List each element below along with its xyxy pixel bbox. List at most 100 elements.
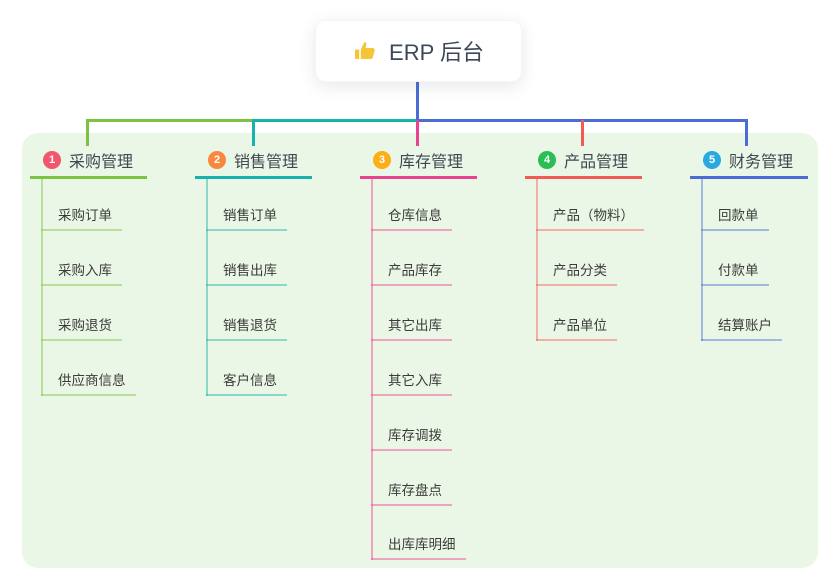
child-label: 产品单位	[553, 318, 607, 333]
child-node[interactable]: 出库库明细	[371, 534, 466, 560]
branch-sales: 2 销售管理 销售订单 销售出库 销售退货 客户信息	[195, 146, 355, 396]
child-node[interactable]: 其它出库	[371, 315, 452, 341]
child-underline	[371, 284, 452, 286]
child-underline	[701, 229, 769, 231]
child-label: 销售出库	[223, 263, 277, 278]
child-node[interactable]: 产品分类	[536, 260, 617, 286]
child-node[interactable]: 采购订单	[41, 205, 122, 231]
child-underline	[371, 504, 452, 506]
branch-number-badge: 5	[703, 151, 721, 169]
child-label: 供应商信息	[58, 373, 126, 388]
child-underline	[371, 449, 452, 451]
branch-title-inventory[interactable]: 3 库存管理	[360, 146, 520, 174]
drop-line-branch3	[416, 120, 419, 146]
bus-line-branch1	[86, 119, 253, 122]
child-node[interactable]: 销售出库	[206, 260, 287, 286]
branch-title-finance[interactable]: 5 财务管理	[690, 146, 839, 174]
child-node[interactable]: 结算账户	[701, 315, 782, 341]
branch-number-badge: 3	[373, 151, 391, 169]
branch-label: 库存管理	[399, 154, 464, 171]
branch-purchase: 1 采购管理 采购订单 采购入库 采购退货 供应商信息	[30, 146, 190, 396]
child-underline	[41, 229, 122, 231]
child-node[interactable]: 库存调拨	[371, 425, 452, 451]
branch-underline	[690, 176, 808, 179]
child-label: 其它出库	[388, 318, 442, 333]
children-connector-line	[701, 176, 703, 341]
branches-panel	[22, 133, 818, 568]
child-node[interactable]: 销售订单	[206, 205, 287, 231]
child-node[interactable]: 仓库信息	[371, 205, 452, 231]
child-label: 采购订单	[58, 208, 112, 223]
child-node[interactable]: 产品（物料）	[536, 205, 644, 231]
child-node[interactable]: 产品单位	[536, 315, 617, 341]
child-underline	[206, 394, 287, 396]
child-label: 销售订单	[223, 208, 277, 223]
child-label: 库存调拨	[388, 428, 442, 443]
branch-finance: 5 财务管理 回款单 付款单 结算账户	[690, 146, 839, 341]
drop-line-branch5	[745, 120, 748, 146]
branch-number-badge: 2	[208, 151, 226, 169]
child-underline	[206, 229, 287, 231]
child-underline	[371, 229, 452, 231]
child-label: 仓库信息	[388, 208, 442, 223]
child-node[interactable]: 销售退货	[206, 315, 287, 341]
child-underline	[536, 339, 617, 341]
child-label: 回款单	[718, 208, 759, 223]
branch-title-sales[interactable]: 2 销售管理	[195, 146, 355, 174]
child-underline	[41, 284, 122, 286]
child-label: 产品库存	[388, 263, 442, 278]
child-label: 库存盘点	[388, 483, 442, 498]
thumbs-up-icon	[355, 42, 375, 59]
child-node[interactable]: 采购退货	[41, 315, 122, 341]
branch-underline	[30, 176, 147, 179]
child-node[interactable]: 回款单	[701, 205, 769, 231]
child-underline	[371, 339, 452, 341]
child-node[interactable]: 采购入库	[41, 260, 122, 286]
bus-line-branch2	[252, 119, 417, 122]
drop-line-branch4	[581, 120, 584, 146]
children-connector-line	[371, 176, 373, 560]
root-node[interactable]: ERP 后台	[315, 20, 522, 82]
children-connector-line	[536, 176, 538, 341]
branch-underline	[360, 176, 477, 179]
child-label: 产品分类	[553, 263, 607, 278]
child-underline	[701, 339, 782, 341]
branch-product: 4 产品管理 产品（物料） 产品分类 产品单位	[525, 146, 685, 341]
child-node[interactable]: 库存盘点	[371, 480, 452, 506]
child-label: 客户信息	[223, 373, 277, 388]
child-node[interactable]: 供应商信息	[41, 370, 136, 396]
child-underline	[41, 394, 136, 396]
child-underline	[536, 229, 644, 231]
child-label: 销售退货	[223, 318, 277, 333]
child-node[interactable]: 产品库存	[371, 260, 452, 286]
child-label: 出库库明细	[388, 537, 456, 552]
root-node-label: ERP 后台	[389, 40, 484, 65]
root-connector-line	[416, 82, 419, 120]
child-label: 采购退货	[58, 318, 112, 333]
child-label: 其它入库	[388, 373, 442, 388]
children-connector-line	[206, 176, 208, 396]
child-node[interactable]: 客户信息	[206, 370, 287, 396]
branch-title-product[interactable]: 4 产品管理	[525, 146, 685, 174]
drop-line-branch1	[86, 120, 89, 146]
branch-underline	[525, 176, 642, 179]
children-connector-line	[41, 176, 43, 396]
branch-label: 采购管理	[69, 154, 134, 171]
child-node[interactable]: 其它入库	[371, 370, 452, 396]
branch-title-purchase[interactable]: 1 采购管理	[30, 146, 190, 174]
child-label: 产品（物料）	[553, 208, 634, 223]
branch-label: 产品管理	[564, 154, 629, 171]
child-underline	[41, 339, 122, 341]
branch-label: 销售管理	[234, 154, 299, 171]
child-underline	[206, 284, 287, 286]
branch-label: 财务管理	[729, 154, 794, 171]
branch-inventory: 3 库存管理 仓库信息 产品库存 其它出库 其它入库 库存调拨 库存盘点 出库库…	[360, 146, 520, 560]
child-node[interactable]: 付款单	[701, 260, 769, 286]
child-underline	[206, 339, 287, 341]
child-label: 采购入库	[58, 263, 112, 278]
child-underline	[371, 558, 466, 560]
drop-line-branch2	[252, 120, 255, 146]
child-underline	[701, 284, 769, 286]
child-label: 结算账户	[718, 318, 772, 333]
